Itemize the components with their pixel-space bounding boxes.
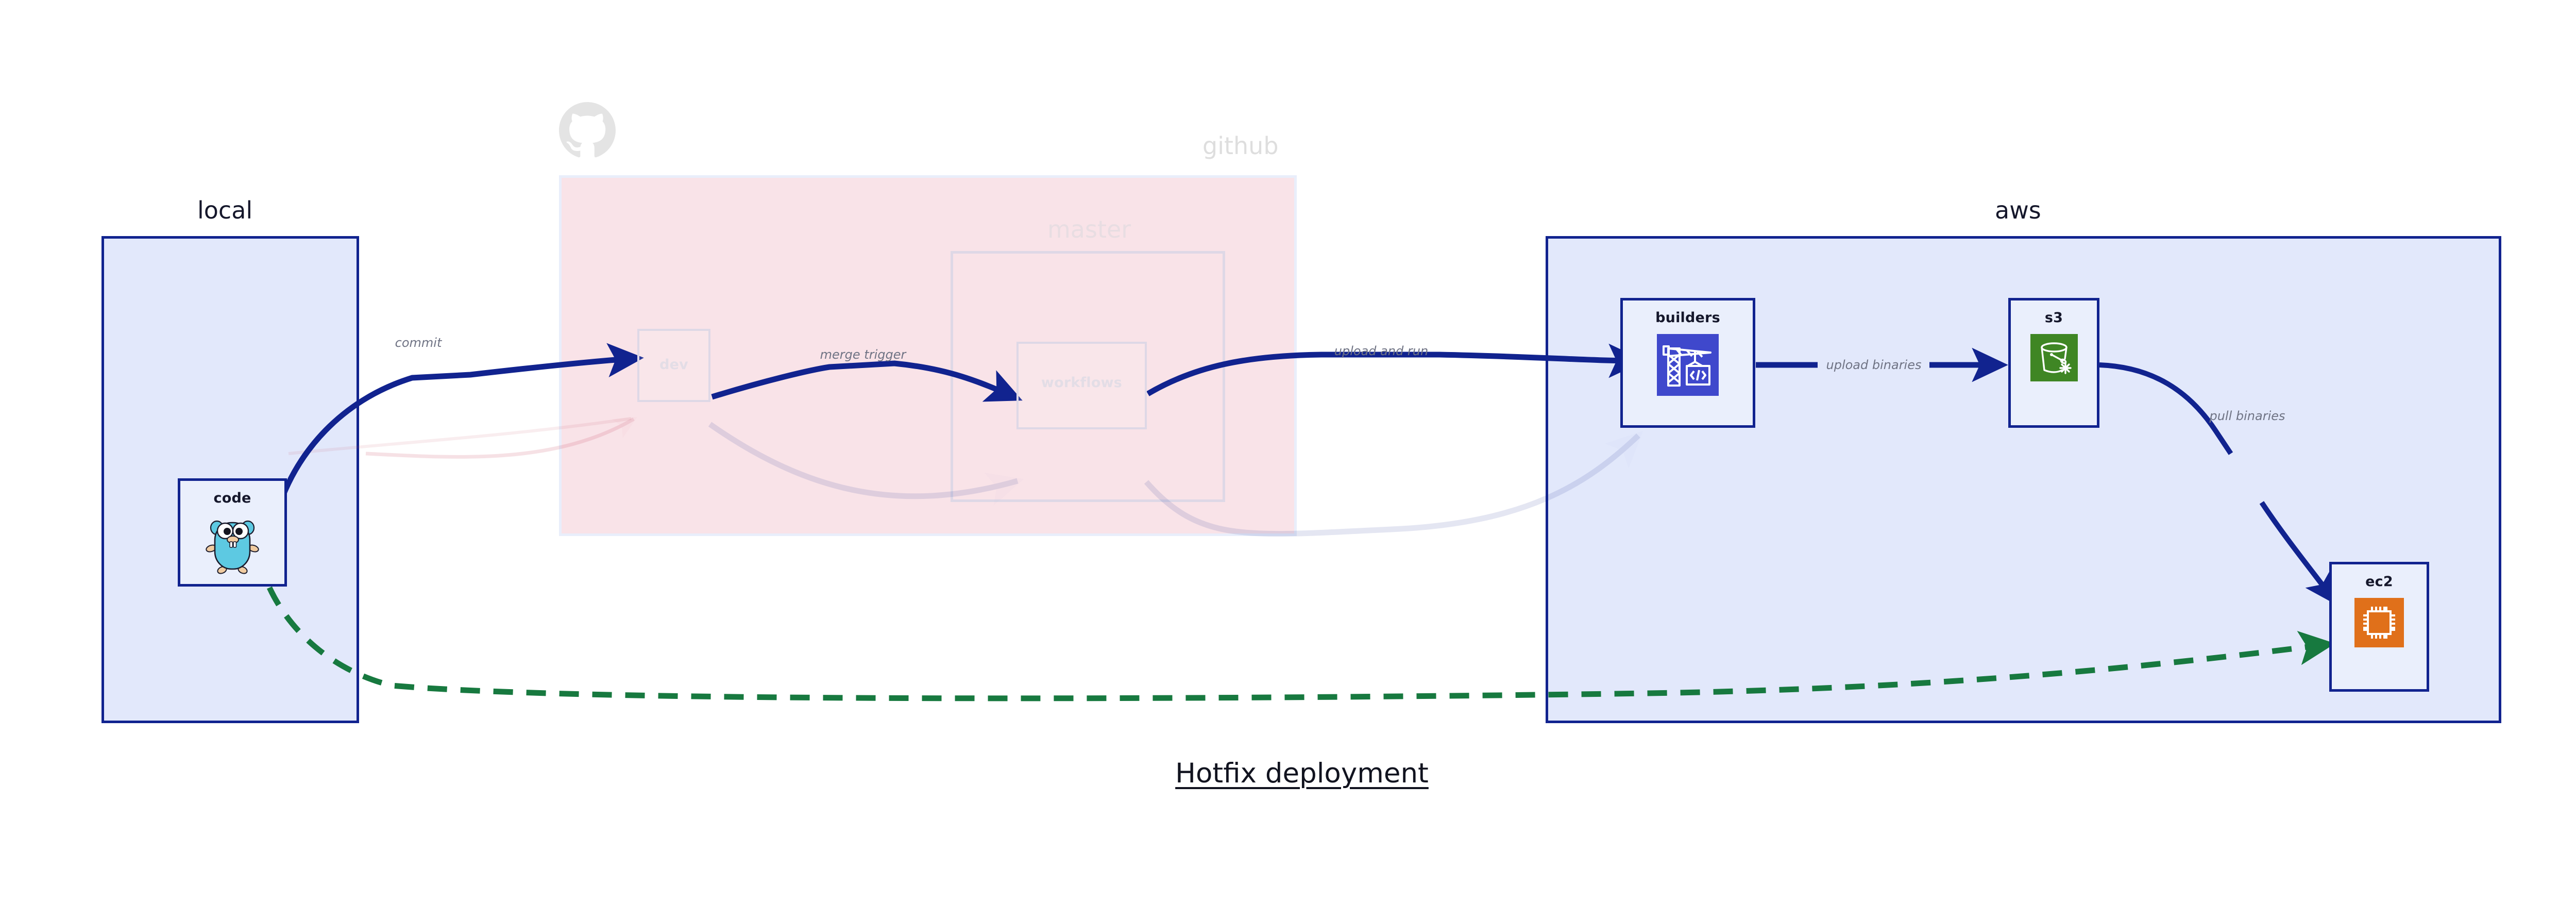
go-gopher-icon	[205, 514, 260, 577]
cluster-label-local: local	[197, 196, 253, 224]
aws-s3-bucket-icon	[2030, 334, 2078, 383]
node-workflows[interactable]: workflows	[1016, 342, 1147, 429]
node-ec2-label: ec2	[2365, 574, 2393, 590]
node-s3[interactable]: s3	[2008, 298, 2099, 428]
cluster-label-github: github	[1202, 132, 1279, 160]
node-ec2[interactable]: ec2	[2329, 562, 2429, 692]
node-dev-label: dev	[659, 357, 688, 373]
node-workflows-label: workflows	[1041, 375, 1123, 391]
aws-codebuild-icon	[1657, 334, 1719, 398]
cluster-label-aws: aws	[1995, 196, 2041, 224]
node-code[interactable]: code	[178, 478, 287, 587]
diagram-title: Hotfix deployment	[1175, 758, 1429, 789]
edge-label-commit: commit	[395, 336, 442, 350]
github-octocat-icon	[559, 102, 616, 159]
edge-label-merge-trigger: merge trigger	[820, 347, 906, 362]
edge-label-upload-binaries: upload binaries	[1826, 358, 1922, 372]
node-dev[interactable]: dev	[637, 329, 710, 402]
edge-label-upload-and-run: upload and run	[1334, 344, 1429, 358]
node-code-label: code	[213, 490, 251, 506]
cluster-label-master: master	[1047, 215, 1131, 243]
aws-ec2-chip-icon	[2354, 598, 2404, 649]
node-s3-label: s3	[2044, 310, 2063, 326]
edge-label-pull-binaries: pull binaries	[2209, 409, 2285, 423]
node-builders[interactable]: builders	[1620, 298, 1755, 428]
node-builders-label: builders	[1655, 310, 1720, 326]
